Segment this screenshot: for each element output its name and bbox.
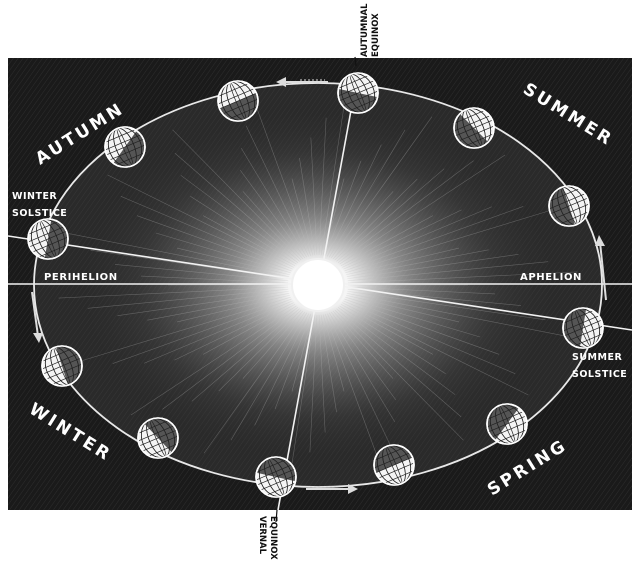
- label-perihelion: PERIHELION: [44, 272, 118, 283]
- label-autumnal-equinox-2: EQUINOX: [371, 13, 381, 57]
- sun: [292, 259, 344, 311]
- label-summer-solstice-1: SUMMER: [572, 352, 622, 363]
- label-summer-solstice-2: SOLSTICE: [572, 369, 627, 380]
- label-vernal-equinox-2: EQUINOX: [268, 516, 278, 560]
- label-autumnal-equinox-1: AUTUMNAL: [360, 3, 370, 57]
- label-vernal-equinox-1: VERNAL: [257, 516, 267, 555]
- label-aphelion: APHELION: [520, 272, 582, 283]
- label-winter-solstice-1: WINTER: [12, 191, 57, 202]
- label-winter-solstice-2: SOLSTICE: [12, 208, 67, 219]
